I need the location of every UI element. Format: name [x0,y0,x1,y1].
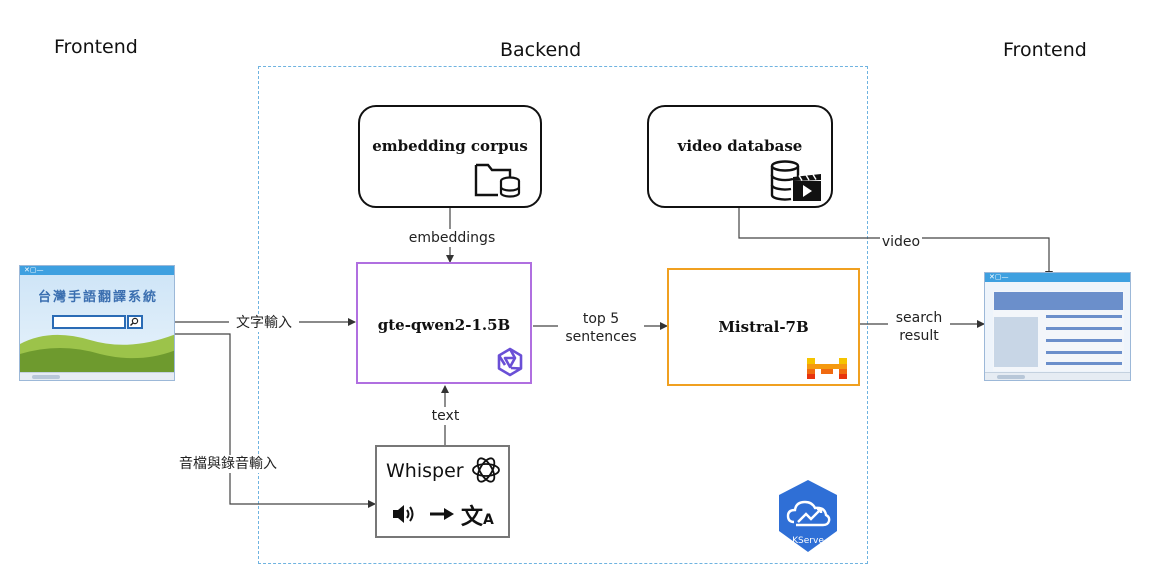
label-embeddings: embeddings [398,229,506,247]
app-title: 台灣手語翻譯系統 [37,290,158,305]
translate-icon: 文A [461,505,494,530]
video-database-label: video database [677,137,803,155]
mistral-label: Mistral-7B [718,318,809,336]
frontend-left-label: Frontend [54,36,138,58]
gte-qwen-label: gte-qwen2-1.5B [377,316,511,334]
scrollbar-thumb[interactable] [997,375,1025,379]
label-top5: top 5 sentences [558,310,644,346]
speaker-icon [393,505,414,523]
whisper-label: Whisper [386,460,464,482]
label-text-input: 文字輸入 [229,314,299,332]
window-titlebar: ✕▢— [985,273,1130,282]
window-controls-icon: ✕▢— [24,266,44,274]
content-line [1046,362,1122,365]
gte-qwen-node: gte-qwen2-1.5B [356,262,532,384]
kserve-logo: KServe [774,478,842,554]
content-line [1046,339,1122,342]
search-icon [130,317,139,326]
scrollbar-thumb[interactable] [32,375,60,379]
frontend-result-window: ✕▢— [984,272,1131,381]
content-line [1046,315,1122,318]
mistral-logo-icon [807,358,847,379]
label-video: video [880,233,922,251]
folder-database-icon [474,163,521,198]
content-line [1046,327,1122,330]
openai-logo-icon [472,457,500,483]
frontend-input-window: ✕▢— 台灣手語翻譯系統 [19,265,175,381]
backend-label: Backend [500,39,582,61]
database-video-icon [770,160,821,201]
video-database-node: video database [647,105,833,208]
frontend-right-label: Frontend [1003,39,1087,61]
horizontal-scrollbar[interactable] [985,372,1130,380]
whisper-node: Whisper 文A [375,445,510,538]
content-line [1046,351,1122,354]
page-sidebar [994,317,1038,367]
search-input[interactable] [52,315,126,329]
kserve-logo-icon [779,480,837,552]
hills-illustration [20,334,174,374]
embedding-corpus-label: embedding corpus [372,137,528,155]
embedding-corpus-node: embedding corpus [358,105,542,208]
kserve-label: KServe [792,536,824,546]
search-button[interactable] [127,315,143,329]
qwen-logo-icon [497,347,523,377]
edge-audio-input [175,333,376,508]
horizontal-scrollbar[interactable] [20,372,174,380]
label-text: text [423,407,468,425]
window-controls-icon: ✕▢— [989,273,1009,281]
page-header [994,292,1123,310]
label-audio-input: 音檔與錄音輸入 [172,455,284,473]
label-search-result: search result [888,309,950,345]
arrow-right-icon [430,508,454,520]
mistral-node: Mistral-7B [667,268,860,386]
window-titlebar: ✕▢— [20,266,174,275]
